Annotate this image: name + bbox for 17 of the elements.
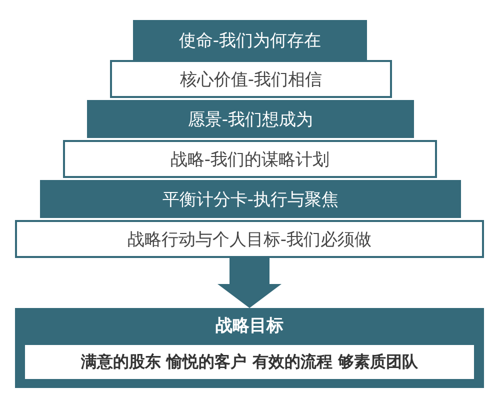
- tier-label: 战略-我们的谋略计划: [170, 148, 330, 170]
- tier-label: 战略行动与个人目标-我们必须做: [127, 228, 372, 250]
- tier-label: 使命-我们为何存在: [178, 30, 322, 52]
- goal-items-text: 满意的股东 愉悦的客户 有效的流程 够素质团队: [81, 352, 418, 372]
- tier-band: [63, 140, 437, 178]
- goal-items-box: [23, 343, 476, 381]
- tier-label: 愿景-我们想成为: [188, 108, 314, 130]
- goal-panel: [15, 308, 484, 388]
- tier-band: [110, 60, 392, 98]
- tier-label: 核心价值-我们相信: [180, 68, 322, 90]
- tier-label: 平衡计分卡-执行与聚焦: [162, 188, 339, 210]
- panel-heading: 战略目标: [216, 315, 284, 337]
- tier-band: [15, 220, 484, 258]
- tier-band: [87, 100, 414, 138]
- block-arrow: [218, 258, 282, 308]
- tier-band: [40, 180, 461, 218]
- tier-band: [133, 20, 367, 60]
